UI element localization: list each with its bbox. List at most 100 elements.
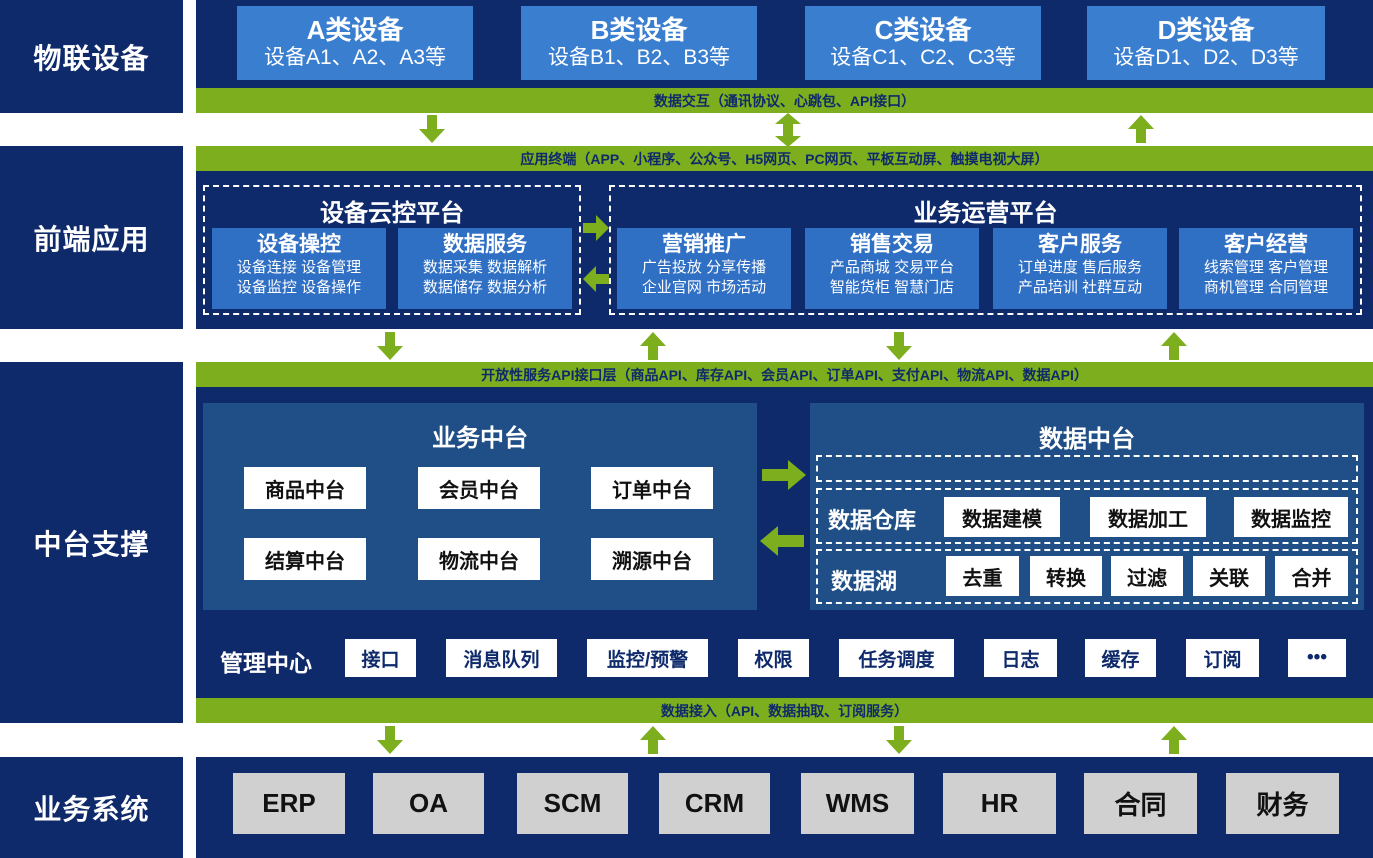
management-item-more: ••• [1288,639,1346,677]
layer-label-frontend: 前端应用 [0,146,183,329]
device-box-a: A类设备 设备A1、A2、A3等 [237,6,473,80]
service-title: 客户服务 [1038,233,1122,256]
arrow-up-icon [1128,115,1154,143]
service-sales: 销售交易 产品商城 交易平台 智能货柜 智慧门店 [805,228,979,309]
data-warehouse-item: 数据建模 [944,497,1060,537]
data-center-empty-row [816,455,1358,482]
service-customer-operation: 客户经营 线索管理 客户管理 商机管理 合同管理 [1179,228,1353,309]
service-marketing: 营销推广 广告投放 分享传播 企业官网 市场活动 [617,228,791,309]
arrow-left-icon [583,266,609,292]
business-center-title: 业务中台 [432,425,528,452]
data-exchange-bar: 数据交互（通讯协议、心跳包、API接口） [196,88,1373,113]
system-box-wms: WMS [801,773,914,834]
service-title: 营销推广 [662,233,746,256]
service-line: 广告投放 分享传播 [641,259,767,276]
data-warehouse-item: 数据监控 [1234,497,1348,537]
service-line: 产品培训 社群互动 [1017,279,1143,296]
service-line: 商机管理 合同管理 [1203,279,1329,296]
business-center-item: 订单中台 [591,467,713,509]
system-box-contract: 合同 [1084,773,1197,834]
app-terminal-bar: 应用终端（APP、小程序、公众号、H5网页、PC网页、平板互动屏、触摸电视大屏） [196,146,1373,171]
service-line: 设备监控 设备操作 [236,279,362,296]
data-center-title: 数据中台 [1039,426,1135,453]
data-lake-item: 关联 [1193,556,1265,596]
arrow-up-icon [1161,332,1187,360]
arrow-down-icon [886,726,912,754]
device-sub: 设备A1、A2、A3等 [263,46,447,69]
management-item: 缓存 [1085,639,1156,677]
service-title: 客户经营 [1224,233,1308,256]
service-line: 产品商城 交易平台 [829,259,955,276]
service-customer-service: 客户服务 订单进度 售后服务 产品培训 社群互动 [993,228,1167,309]
device-title: C类设备 [874,15,972,45]
management-label: 管理中心 [220,650,312,676]
arrow-down-icon [377,332,403,360]
arrow-right-icon [583,215,609,241]
service-line: 数据采集 数据解析 [422,259,548,276]
device-title: B类设备 [590,15,688,45]
arrow-right-icon [762,460,806,490]
management-item: 权限 [738,639,809,677]
business-center-item: 溯源中台 [591,538,713,580]
arrow-down-icon [377,726,403,754]
service-device-control: 设备操控 设备连接 设备管理 设备监控 设备操作 [212,228,386,309]
ops-platform-title: 业务运营平台 [913,200,1058,227]
management-item: 消息队列 [446,639,557,677]
service-title: 销售交易 [850,233,934,256]
data-lake-label: 数据湖 [831,569,898,594]
management-item: 任务调度 [839,639,954,677]
service-line: 智能货柜 智慧门店 [829,279,955,296]
arrow-down-icon [419,115,445,143]
device-cloud-platform [203,185,581,315]
device-title: A类设备 [306,15,404,45]
service-title: 设备操控 [257,233,341,256]
layer-label-middle: 中台支撑 [0,362,183,723]
layer-label-business: 业务系统 [0,757,183,858]
data-warehouse-item: 数据加工 [1090,497,1206,537]
arrow-up-icon [640,332,666,360]
management-item: 监控/预警 [587,639,708,677]
data-lake-item: 合并 [1275,556,1348,596]
service-data: 数据服务 数据采集 数据解析 数据储存 数据分析 [398,228,572,309]
service-line: 线索管理 客户管理 [1203,259,1329,276]
management-item: 日志 [984,639,1057,677]
arrow-down-icon [886,332,912,360]
device-sub: 设备B1、B2、B3等 [547,46,731,69]
data-ingest-bar: 数据接入（API、数据抽取、订阅服务） [196,698,1373,723]
data-lake-item: 去重 [946,556,1019,596]
data-lake-item: 过滤 [1111,556,1183,596]
service-line: 设备连接 设备管理 [236,259,362,276]
data-warehouse-row [816,488,1358,544]
data-lake-row [816,549,1358,604]
device-sub: 设备C1、C2、C3等 [830,46,1016,69]
device-box-d: D类设备 设备D1、D2、D3等 [1087,6,1325,80]
layer-label-iot: 物联设备 [0,0,183,113]
arrow-left-icon [760,526,804,556]
management-item: 订阅 [1186,639,1259,677]
business-center-item: 商品中台 [244,467,366,509]
business-center-item: 会员中台 [418,467,540,509]
system-box-finance: 财务 [1226,773,1339,834]
service-line: 数据储存 数据分析 [422,279,548,296]
ops-platform [609,185,1362,315]
service-line: 企业官网 市场活动 [641,279,767,296]
data-lake-item: 转换 [1030,556,1102,596]
system-box-hr: HR [943,773,1056,834]
business-center-item: 结算中台 [244,538,366,580]
data-warehouse-label: 数据仓库 [828,508,917,533]
system-box-scm: SCM [517,773,628,834]
open-api-bar: 开放性服务API接口层（商品API、库存API、会员API、订单API、支付AP… [196,362,1373,387]
business-center-item: 物流中台 [418,538,540,580]
device-title: D类设备 [1157,15,1255,45]
arrow-up-icon [1161,726,1187,754]
system-box-crm: CRM [659,773,770,834]
device-sub: 设备D1、D2、D3等 [1113,46,1299,69]
management-item: 接口 [345,639,416,677]
service-title: 数据服务 [443,233,527,256]
device-box-b: B类设备 设备B1、B2、B3等 [521,6,757,80]
arrow-updown-icon [775,113,801,147]
arrow-up-icon [640,726,666,754]
device-box-c: C类设备 设备C1、C2、C3等 [805,6,1041,80]
device-cloud-title: 设备云控平台 [320,200,464,227]
system-box-erp: ERP [233,773,345,834]
